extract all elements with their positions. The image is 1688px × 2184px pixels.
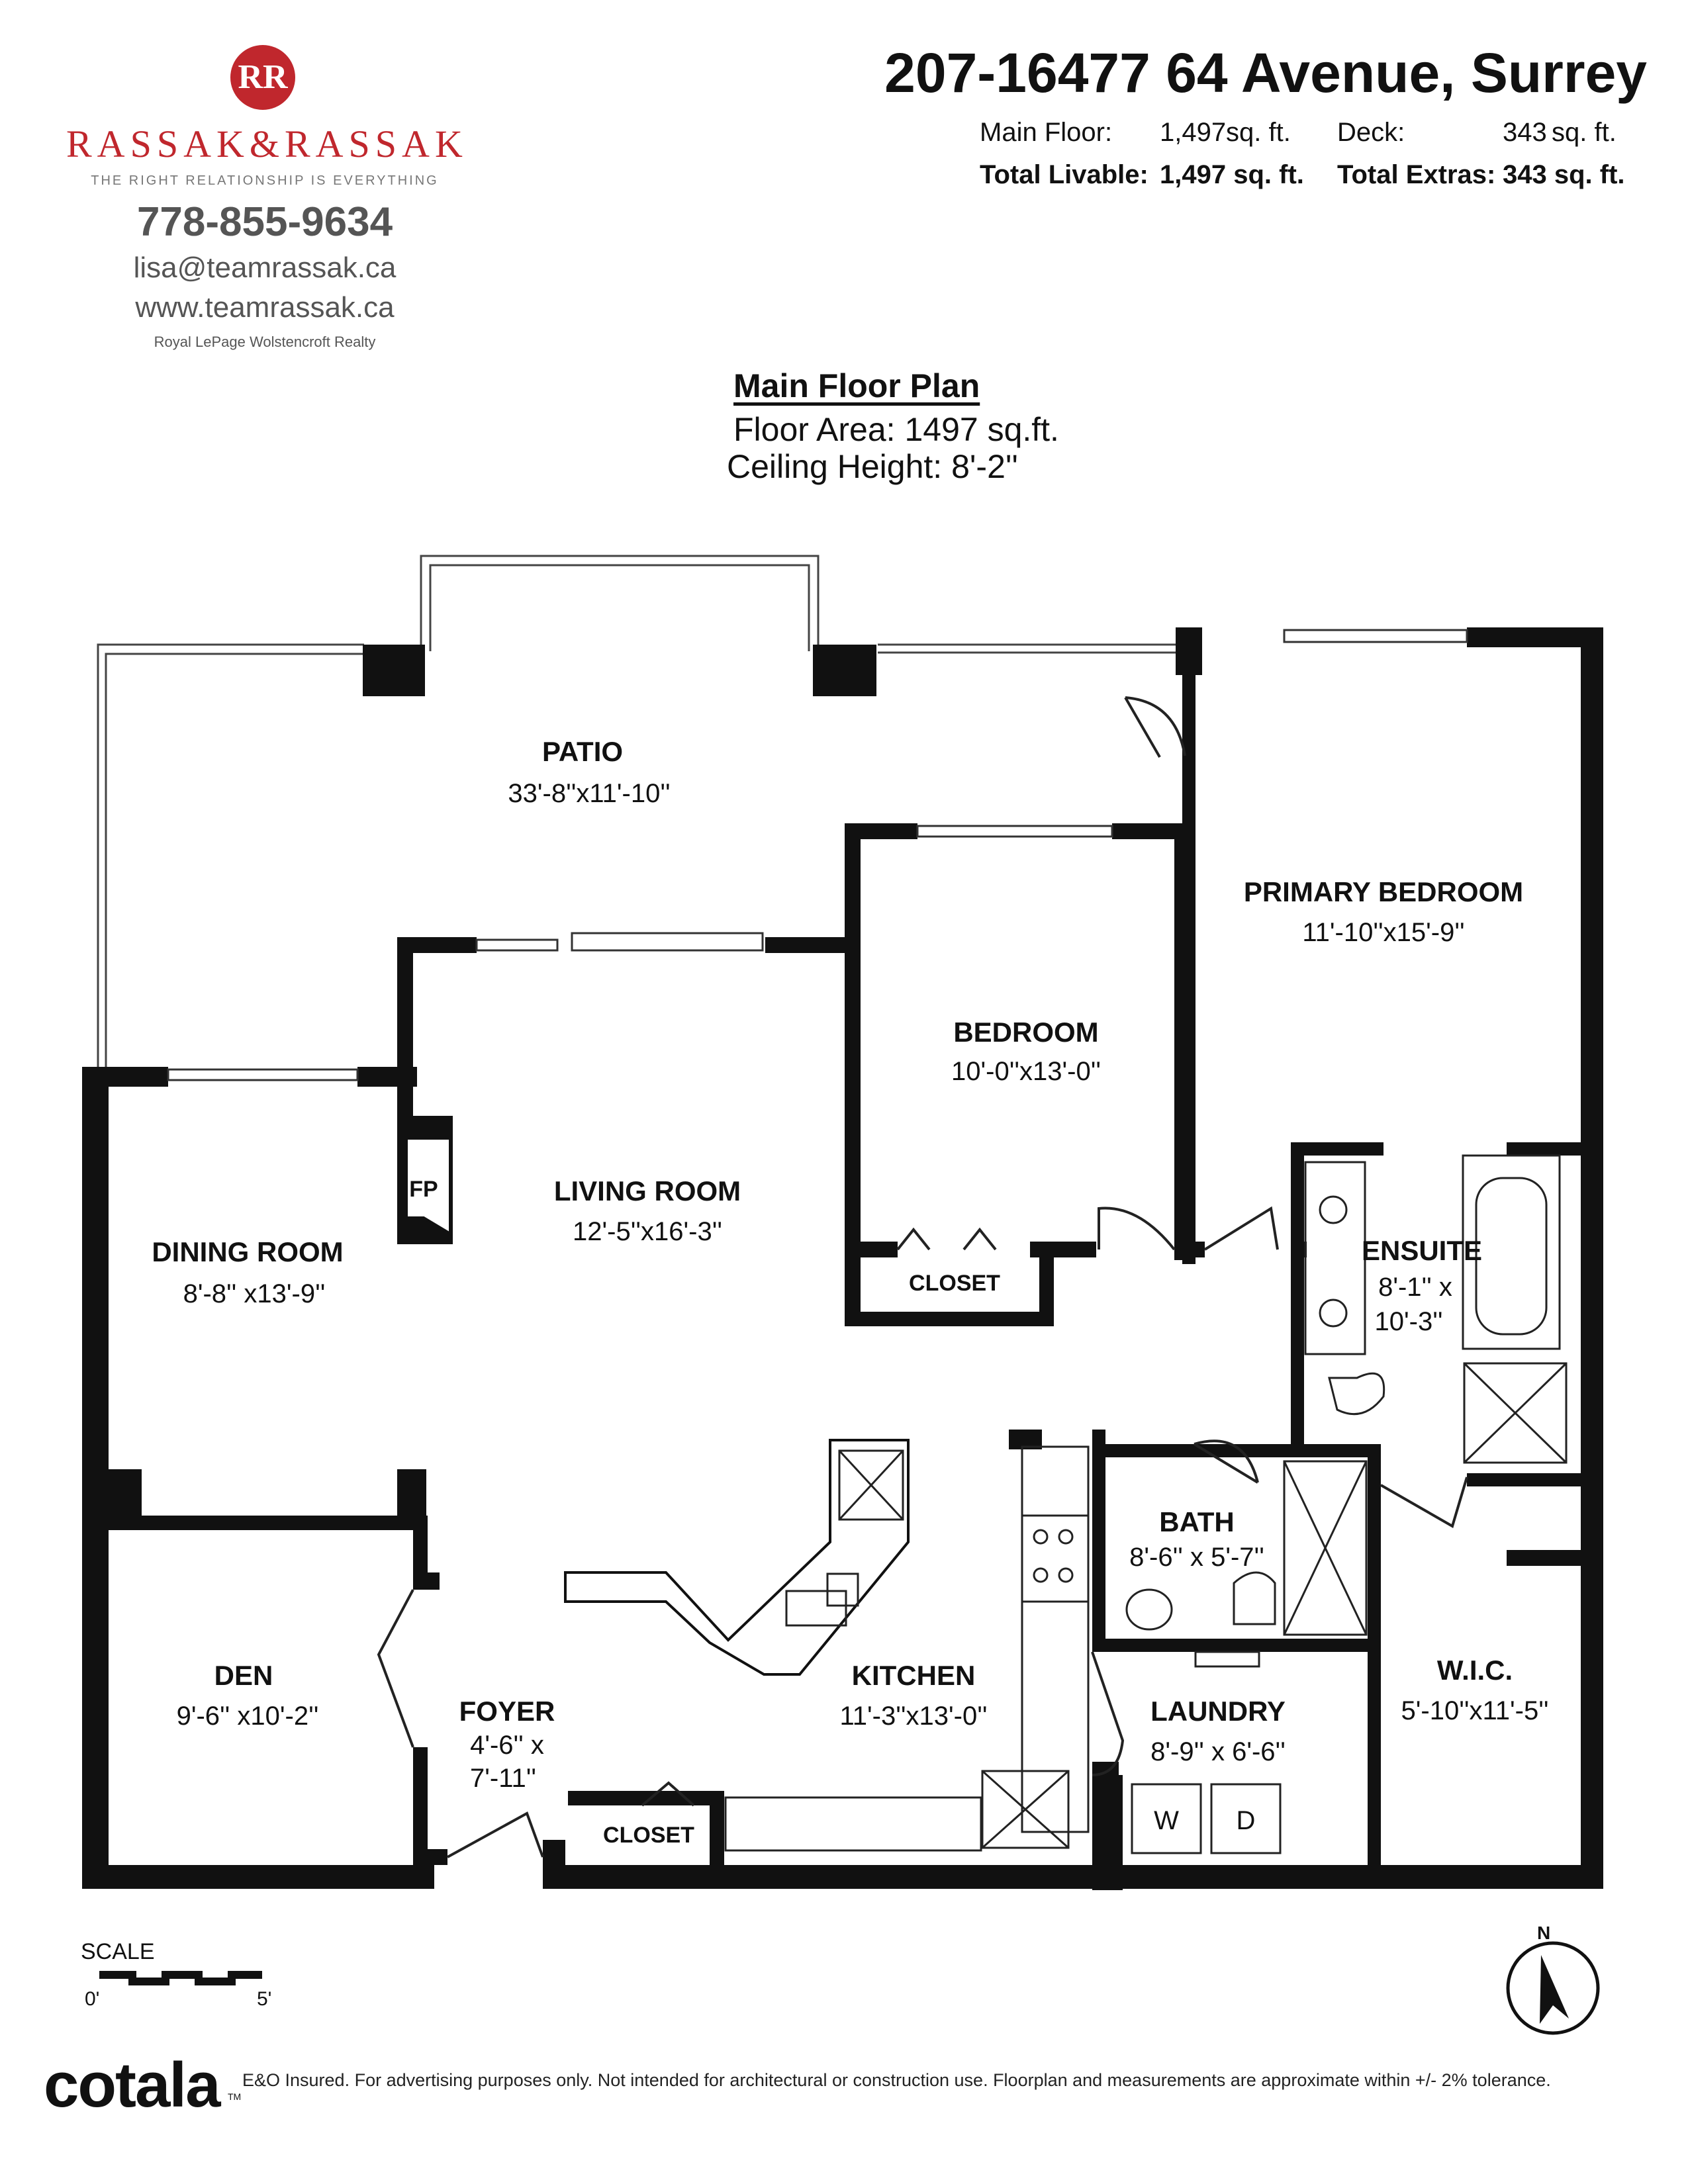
total-extras-value: 343 sq. ft. — [1503, 160, 1625, 189]
agent-phone: 778-855-9634 — [136, 199, 393, 245]
den-dims: 9'-6'' x10'-2'' — [177, 1702, 319, 1731]
wic-name: W.I.C. — [1437, 1655, 1513, 1686]
patio-name: PATIO — [542, 736, 623, 767]
deck-value: 343 — [1503, 118, 1547, 147]
den-name: DEN — [214, 1660, 273, 1691]
total-livable-label: Total Livable: — [980, 160, 1149, 189]
kitchen-sink — [785, 1572, 859, 1627]
area-summary: Main Floor: 1,497 sq. ft. Deck: 343 sq. … — [980, 118, 1648, 204]
foyer-name: FOYER — [459, 1696, 555, 1727]
bedroom-dims: 10'-0''x13'-0'' — [951, 1057, 1101, 1086]
living-room-name: LIVING ROOM — [554, 1175, 741, 1206]
brand-tagline: THE RIGHT RELATIONSHIP IS EVERYTHING — [91, 173, 439, 188]
cotala-trademark: TM — [228, 2091, 242, 2102]
laundry-dims: 8'-9'' x 6'-6'' — [1150, 1737, 1286, 1766]
living-room-dims: 12'-5''x16'-3'' — [573, 1217, 722, 1246]
laundry-name: LAUNDRY — [1150, 1696, 1286, 1727]
dining-room-name: DINING ROOM — [152, 1236, 343, 1267]
total-extras-label: Total Extras: — [1337, 160, 1496, 189]
compass-label: N — [1537, 1923, 1550, 1943]
range-hood — [838, 1449, 904, 1521]
foyer-dims-line1: 4'-6'' x — [470, 1731, 544, 1760]
wic-dims: 5'-10''x11'-5'' — [1401, 1696, 1549, 1725]
main-floor-unit: sq. ft. — [1226, 118, 1291, 147]
patio-outline — [97, 555, 1176, 1067]
ensuite-dims-line2: 10'-3'' — [1375, 1307, 1443, 1336]
deck-unit: sq. ft. — [1552, 118, 1617, 147]
main-floor-value: 1,497 — [1160, 118, 1227, 147]
main-floor-label: Main Floor: — [980, 118, 1113, 147]
washer-label: W — [1154, 1806, 1179, 1835]
bath-name: BATH — [1159, 1506, 1235, 1537]
brand-logo-monogram: RR — [230, 45, 295, 110]
fireplace-label: FP — [409, 1177, 438, 1202]
scale-start: 0' — [85, 1988, 100, 2010]
brokerage-name: Royal LePage Wolstencroft Realty — [154, 334, 376, 350]
patio-column-left — [363, 645, 425, 696]
scale-bar — [99, 1971, 262, 1985]
ensuite-fixtures — [1304, 1154, 1568, 1464]
kitchen-island — [564, 1439, 910, 1676]
total-livable-value: 1,497 sq. ft. — [1160, 160, 1304, 189]
ensuite-name: ENSUITE — [1362, 1235, 1482, 1266]
north-arrow-icon — [1506, 1941, 1600, 2035]
foyer-closet-label: CLOSET — [603, 1823, 694, 1848]
fireplace-outline — [405, 1137, 451, 1236]
agent-email: lisa@teamrassak.ca — [133, 251, 397, 284]
kitchen-counter — [724, 1445, 1090, 1852]
door-swings — [377, 696, 1468, 1858]
bedroom-name: BEDROOM — [953, 1017, 1098, 1048]
dryer-label: D — [1237, 1806, 1256, 1835]
floor-area: Floor Area: 1497 sq.ft. — [733, 411, 1059, 448]
exterior-walls — [82, 627, 1603, 1889]
primary-bedroom-name: PRIMARY BEDROOM — [1244, 876, 1523, 907]
ceiling-height: Ceiling Height: 8'-2'' — [727, 448, 1018, 485]
kitchen-dims: 11'-3''x13'-0'' — [840, 1702, 988, 1731]
scale-end: 5' — [257, 1988, 272, 2010]
foyer-dims-line2: 7'-11'' — [470, 1764, 536, 1793]
laundry-appliances — [1131, 1651, 1282, 1854]
bedroom-closet-label: CLOSET — [909, 1271, 1000, 1296]
kitchen-name: KITCHEN — [852, 1660, 976, 1691]
scale-title: SCALE — [81, 1939, 155, 1964]
windows — [167, 629, 1468, 1081]
ensuite-dims-line1: 8'-1'' x — [1378, 1273, 1452, 1302]
bath-dims: 8'-6'' x 5'-7'' — [1129, 1543, 1264, 1572]
agent-website: www.teamrassak.ca — [135, 291, 395, 324]
primary-bedroom-dims: 11'-10''x15'-9'' — [1302, 918, 1464, 947]
dining-room-dims: 8'-8'' x13'-9'' — [183, 1279, 326, 1308]
patio-dims: 33'-8''x11'-10'' — [508, 779, 670, 808]
bath-fixtures — [1125, 1460, 1368, 1636]
footer-disclaimer: E&O Insured. For advertising purposes on… — [242, 2070, 1551, 2090]
deck-label: Deck: — [1337, 118, 1405, 147]
patio-column-right — [813, 645, 876, 696]
cotala-logo: cotala — [44, 2050, 220, 2120]
property-address: 207-16477 64 Avenue, Surrey — [884, 42, 1647, 104]
brand-name: RASSAK&RASSAK — [66, 122, 468, 165]
floor-plan-title: Main Floor Plan — [733, 367, 980, 404]
